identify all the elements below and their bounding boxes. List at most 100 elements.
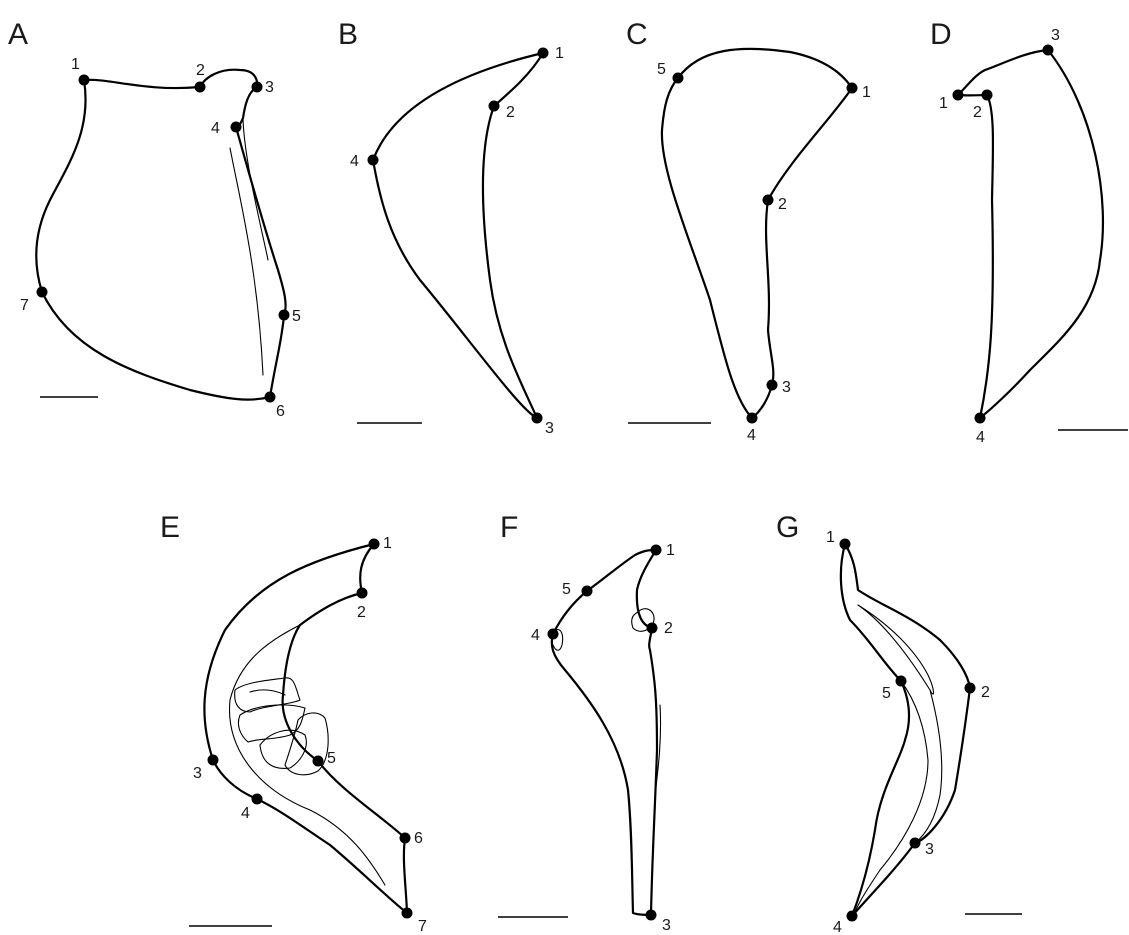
inner-line-a	[229, 147, 264, 376]
landmark-label-c-2: 2	[778, 196, 787, 213]
panel-a: A 1 2 3 4 5 6 7	[8, 18, 301, 420]
outline-g	[839, 542, 972, 918]
panel-label-c: C	[626, 18, 648, 51]
foramen-f	[631, 608, 655, 632]
landmark-label-c-1: 1	[862, 84, 871, 101]
landmark-e-7	[401, 907, 413, 919]
panel-b: B 1 2 3 4	[338, 18, 564, 437]
outline-d	[956, 48, 1105, 420]
landmark-label-e-3: 3	[193, 765, 202, 782]
panel-c: C 1 2 3 4 5	[626, 18, 871, 444]
landmark-b-1	[537, 47, 549, 59]
landmark-label-b-2: 2	[506, 104, 515, 121]
sclerite-e-3	[259, 729, 307, 769]
sclerite-e-1	[234, 677, 301, 713]
landmark-label-d-3: 3	[1051, 27, 1060, 44]
landmark-b-3	[531, 412, 543, 424]
panel-label-b: B	[338, 18, 358, 51]
landmark-label-f-1: 1	[666, 542, 675, 559]
inner-blade-g-3	[914, 689, 943, 844]
landmark-d-2	[981, 89, 993, 101]
landmark-d-4	[974, 412, 986, 424]
landmark-e-2	[356, 587, 368, 599]
landmark-label-e-5: 5	[327, 750, 336, 767]
landmark-e-6	[399, 832, 411, 844]
landmark-label-g-5: 5	[882, 685, 891, 702]
landmark-label-a-3: 3	[265, 79, 274, 96]
inner-line-a-2	[242, 117, 269, 261]
landmark-f-4	[547, 628, 559, 640]
landmark-a-1	[78, 74, 90, 86]
landmark-e-4	[251, 793, 263, 805]
landmark-label-a-4: 4	[211, 120, 220, 137]
landmark-label-f-3: 3	[662, 917, 671, 934]
landmark-label-a-6: 6	[276, 403, 285, 420]
landmark-a-4	[230, 121, 242, 133]
landmark-label-c-4: 4	[747, 427, 756, 444]
landmark-label-e-7: 7	[418, 918, 427, 935]
outline-c	[660, 47, 854, 420]
landmark-label-d-4: 4	[976, 429, 985, 446]
notch-f	[552, 629, 564, 651]
panel-g: G 1 2 3 4 5	[776, 511, 1022, 935]
landmark-a-2	[194, 81, 206, 93]
landmark-f-5	[581, 585, 593, 597]
landmark-label-a-2: 2	[196, 62, 205, 79]
outline-e	[203, 542, 409, 915]
landmark-label-c-3: 3	[782, 379, 791, 396]
sclerite-e-4	[284, 712, 329, 776]
landmark-label-b-4: 4	[350, 153, 359, 170]
landmark-label-d-1: 1	[939, 95, 948, 112]
landmark-f-1	[650, 544, 662, 556]
panel-label-a: A	[8, 18, 28, 51]
landmark-a-5	[278, 309, 290, 321]
panel-f: F 1 2 3 4 5	[498, 511, 675, 934]
landmark-label-f-4: 4	[531, 627, 540, 644]
landmark-c-2	[762, 194, 774, 206]
landmark-d-3	[1042, 44, 1054, 56]
landmark-e-3	[207, 754, 219, 766]
landmark-d-1	[952, 89, 964, 101]
landmark-label-b-3: 3	[545, 420, 554, 437]
panel-label-e: E	[160, 511, 180, 544]
landmark-label-a-7: 7	[20, 297, 29, 314]
landmark-label-e-1: 1	[383, 535, 392, 552]
panel-label-g: G	[776, 511, 799, 544]
sclerite-e-5	[249, 689, 286, 696]
inner-blade-g-2	[854, 680, 929, 913]
landmark-label-g-4: 4	[833, 919, 842, 935]
landmark-label-d-2: 2	[973, 104, 982, 121]
landmark-a-3	[251, 81, 263, 93]
outline-b	[371, 51, 545, 420]
landmark-f-3	[645, 909, 657, 921]
landmark-e-1	[368, 538, 380, 550]
inner-curve-e	[228, 624, 386, 886]
landmark-g-3	[909, 837, 921, 849]
landmark-b-4	[367, 154, 379, 166]
landmark-g-5	[895, 675, 907, 687]
sclerite-e-2	[237, 704, 306, 743]
landmark-a-7	[36, 286, 48, 298]
landmark-label-e-2: 2	[357, 604, 366, 621]
landmark-label-e-4: 4	[241, 805, 250, 822]
landmark-a-6	[264, 391, 276, 403]
landmark-c-5	[672, 72, 684, 84]
landmark-label-c-5: 5	[657, 61, 666, 78]
panel-e: E 1 2 3 4 5 6 7	[160, 511, 427, 935]
landmark-label-g-3: 3	[925, 841, 934, 858]
outline-a	[35, 68, 287, 401]
landmark-f-2	[646, 622, 658, 634]
landmark-c-4	[746, 412, 758, 424]
inner-line-f	[654, 704, 662, 796]
landmark-g-1	[839, 538, 851, 550]
landmark-label-f-2: 2	[664, 620, 673, 637]
landmark-c-3	[766, 379, 778, 391]
panel-d: D 1 2 3 4	[930, 18, 1128, 446]
landmark-label-a-1: 1	[71, 56, 80, 73]
landmark-label-g-1: 1	[826, 529, 835, 546]
panel-label-d: D	[930, 18, 952, 51]
landmark-b-2	[488, 100, 500, 112]
landmark-c-1	[846, 82, 858, 94]
landmark-g-4	[846, 910, 858, 922]
